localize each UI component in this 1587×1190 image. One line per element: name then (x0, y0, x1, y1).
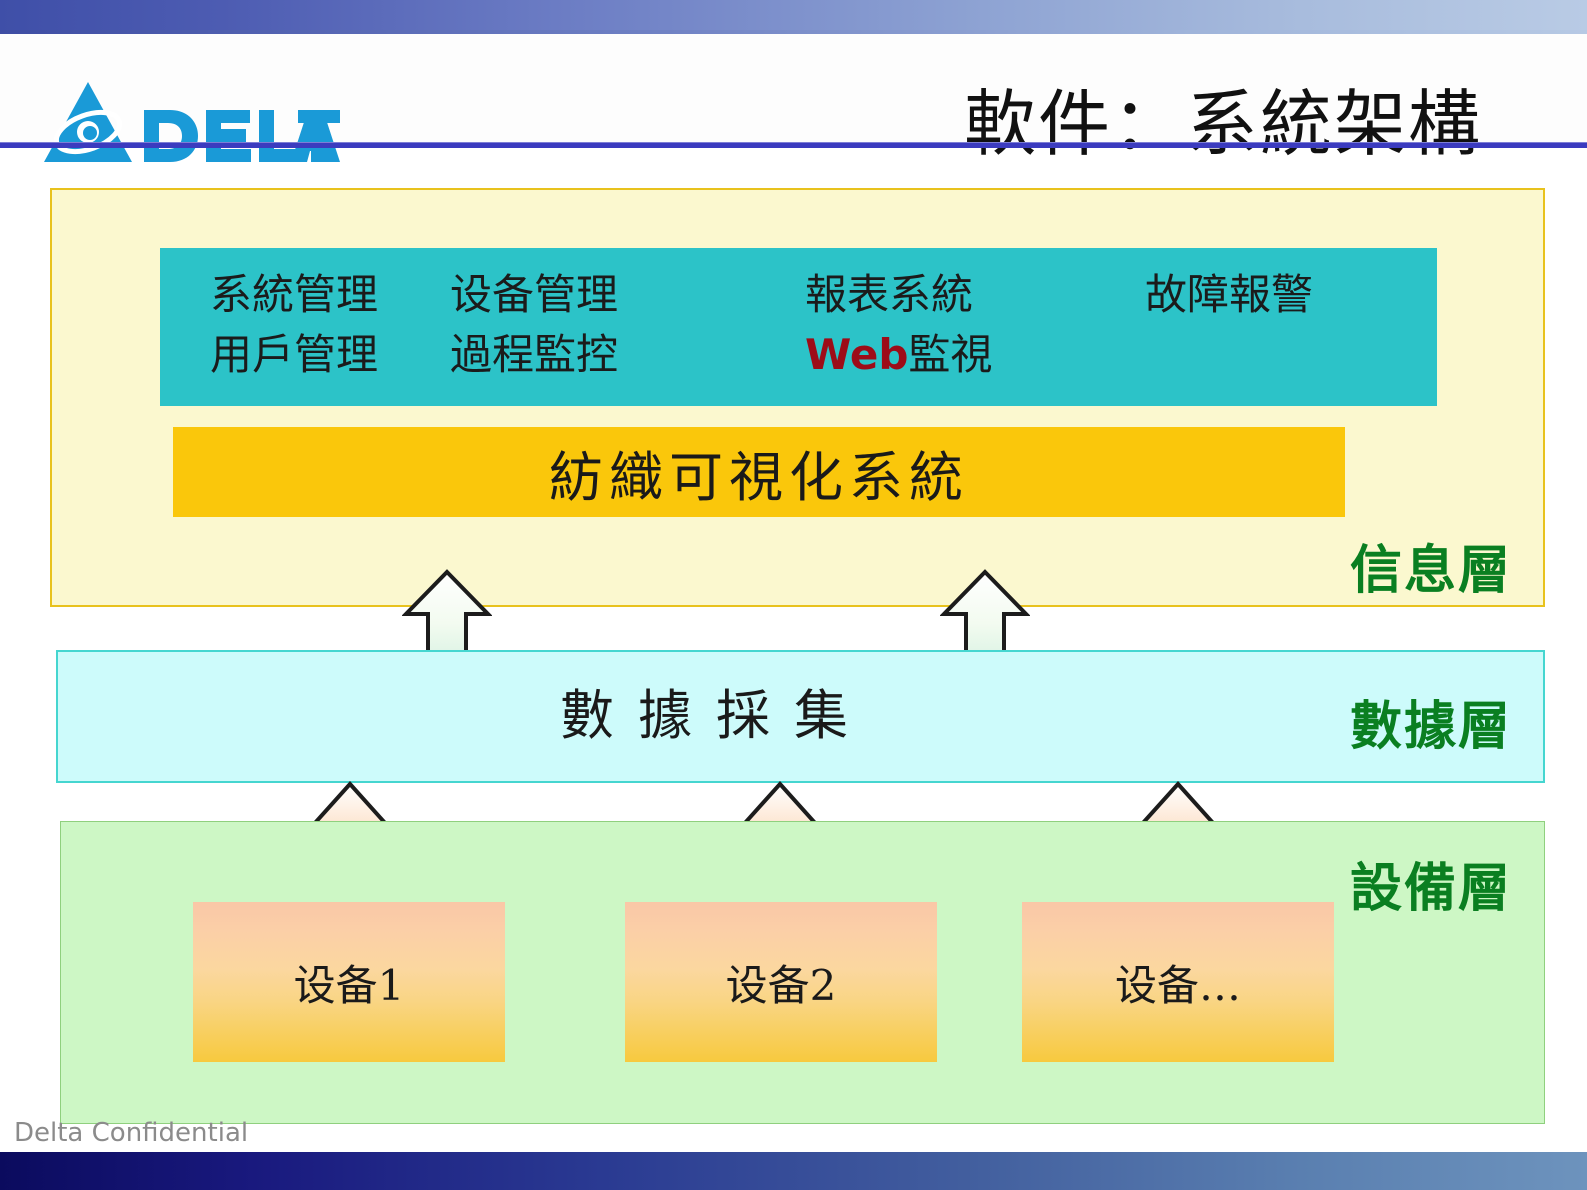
module-process-monitoring[interactable]: 過程監控 (450, 330, 619, 379)
data-layer-panel (56, 650, 1545, 783)
module-web-suffix: 監視 (908, 330, 993, 379)
device-label-2: 设备2 (725, 960, 837, 1010)
top-decorative-bar (0, 0, 1587, 30)
device-label-1: 设备1 (293, 960, 405, 1010)
page-title: 軟件：系統架構 (963, 82, 1482, 166)
data-layer-tag: 數據層 (1349, 696, 1512, 757)
information-layer-tag: 信息層 (1349, 540, 1512, 601)
module-fault-alarm[interactable]: 故障報警 (1145, 270, 1314, 319)
device-box-2[interactable]: 设备2 (625, 902, 937, 1062)
device-box-1[interactable]: 设备1 (193, 902, 505, 1062)
module-user-management[interactable]: 用戶管理 (210, 330, 379, 379)
module-equipment-management[interactable]: 设备管理 (450, 270, 619, 319)
modules-row-2-spacer (1145, 326, 1437, 384)
modules-row-2: 用戶管理 過程監控 Web監視 (160, 326, 1437, 384)
system-name-label: 紡織可視化系統 (549, 445, 969, 509)
module-report-system[interactable]: 報表系統 (805, 270, 974, 319)
device-layer-tag: 設備層 (1349, 858, 1512, 919)
device-box-3[interactable]: 设备… (1022, 902, 1334, 1062)
module-web-monitoring[interactable]: Web監視 (805, 326, 1145, 384)
module-system-management[interactable]: 系統管理 (210, 270, 379, 319)
device-label-3: 设备… (1114, 960, 1241, 1010)
module-web-prefix: Web (805, 330, 909, 379)
modules-row-1: 系統管理 设备管理 報表系統 故障報警 (160, 266, 1437, 324)
header-divider (0, 142, 1587, 148)
data-collection-label: 數據採集 (560, 684, 872, 747)
bottom-decorative-bar (0, 1152, 1587, 1190)
top-bar-rule (0, 30, 1587, 34)
system-name-panel: 紡織可視化系統 (173, 427, 1345, 517)
modules-panel: 系統管理 设备管理 報表系統 故障報警 用戶管理 過程監控 Web監視 (160, 248, 1437, 406)
delta-logo-icon (40, 78, 340, 170)
confidential-footer: Delta Confidential (14, 1118, 249, 1148)
slide-header: 軟件：系統架構 (0, 34, 1587, 166)
